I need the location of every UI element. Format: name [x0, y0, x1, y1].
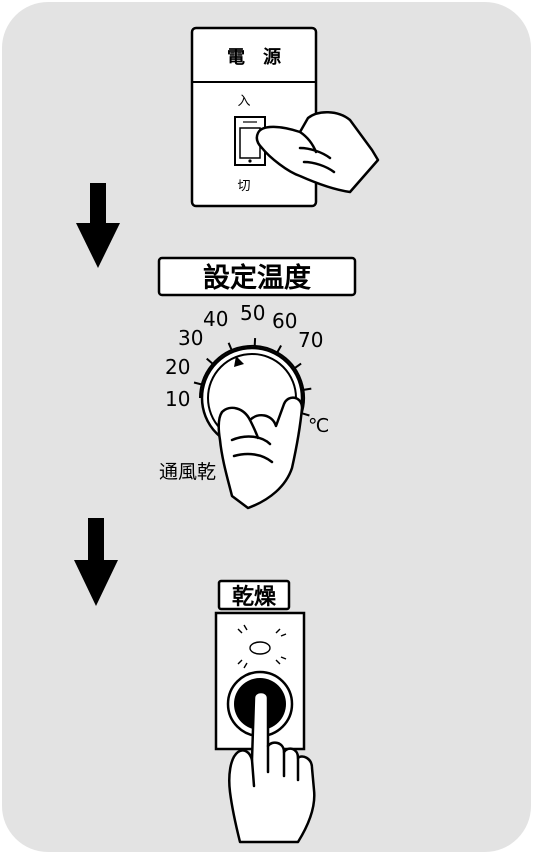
power-title: 電 源	[227, 46, 281, 68]
dial-tick	[301, 412, 310, 417]
dial-unit: ℃	[308, 415, 329, 437]
dial-tick	[303, 387, 312, 391]
dial-tick	[294, 362, 302, 370]
drying-label-box	[217, 579, 291, 611]
hand-pressing-icon	[228, 690, 316, 844]
dial-label-10: 10	[165, 387, 190, 411]
down-arrow-icon	[76, 183, 120, 268]
lamp-icon	[237, 624, 287, 669]
down-arrow-icon	[74, 518, 118, 606]
power-switch-panel: 電 源 入 切	[190, 26, 380, 208]
power-on-label: 入	[237, 94, 250, 109]
dial-label-20: 20	[165, 355, 190, 379]
dial-label-60: 60	[272, 309, 297, 333]
dial-tick	[276, 345, 282, 353]
drying-label: 乾燥	[232, 584, 277, 610]
hand-turning-icon	[217, 396, 304, 510]
dial-pointer-icon	[234, 356, 244, 367]
hand-pointing-icon	[255, 111, 380, 194]
dial-tick	[206, 357, 214, 365]
dial-label-50: 50	[240, 301, 265, 325]
dial-label-40: 40	[203, 307, 228, 331]
dial-tick	[227, 342, 233, 351]
drying-section: 乾燥	[214, 579, 316, 844]
temperature-label-box	[157, 256, 357, 297]
dial-scale: 10 20 30 40 50 60 70 ℃	[165, 301, 329, 437]
dial-label-70: 70	[298, 328, 323, 352]
dial-tick	[193, 381, 203, 386]
temperature-label: 設定温度	[203, 262, 311, 294]
temperature-section: 設定温度 10 20 30 40 50 60 70 ℃ 通風乾	[157, 256, 357, 510]
power-off-label: 切	[237, 179, 250, 194]
dial-label-30: 30	[178, 326, 203, 350]
ventilation-label-partial: 通風乾	[159, 461, 216, 483]
